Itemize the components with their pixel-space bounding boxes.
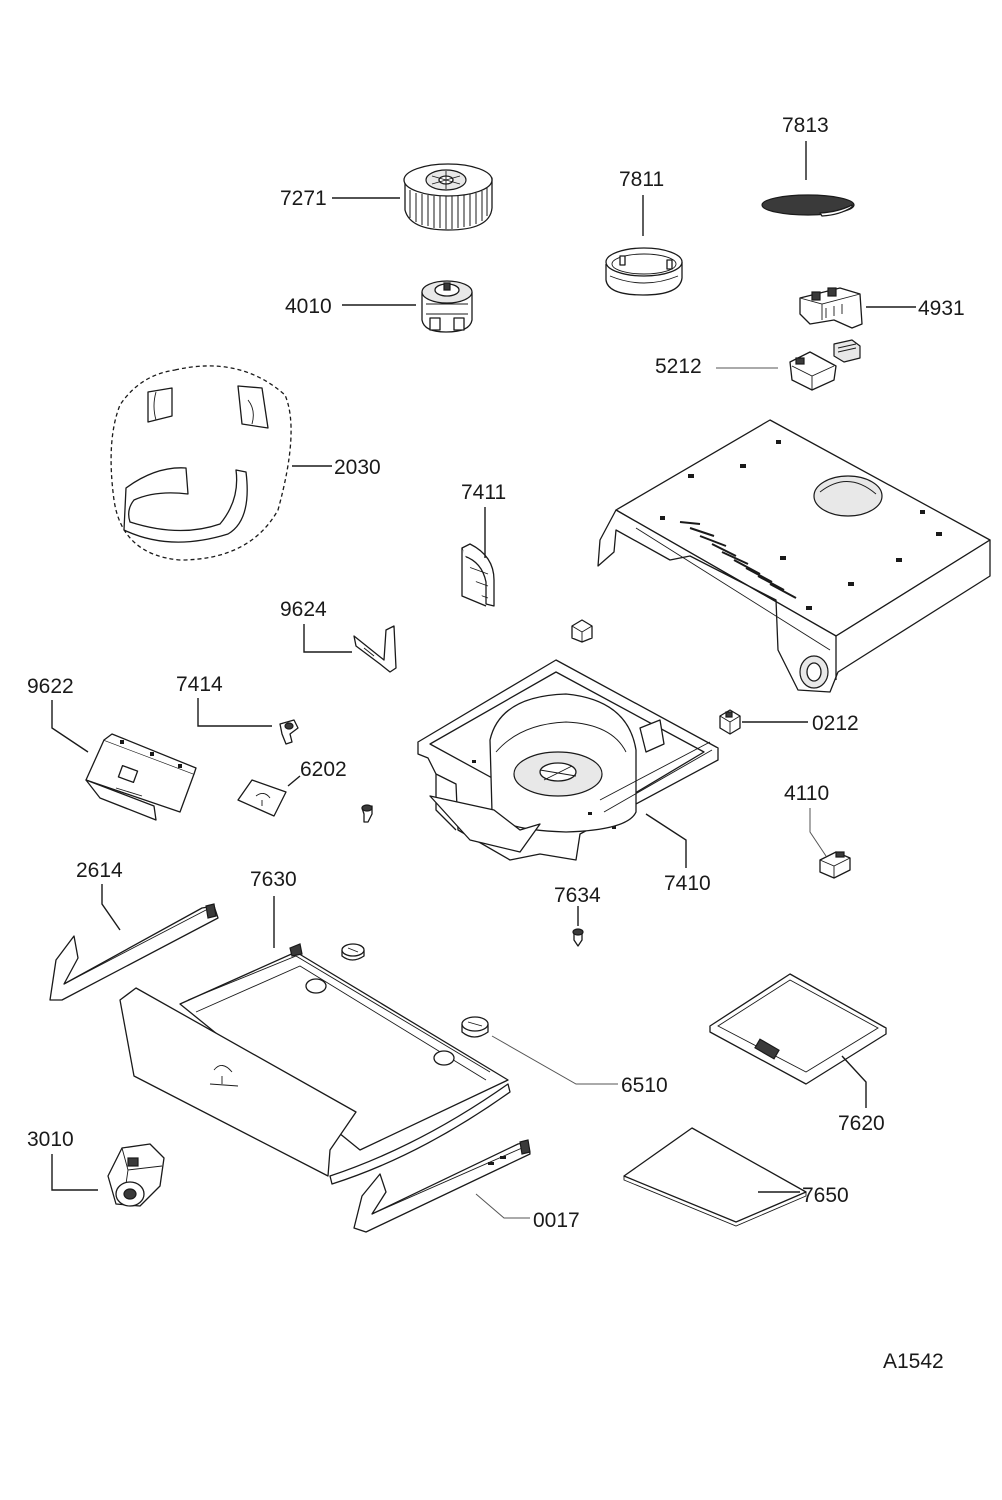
label-6510: 6510: [621, 1074, 668, 1097]
part-4110-connector: [819, 851, 851, 879]
part-2030-cable-set: [110, 365, 292, 561]
part-6510-knob: [461, 1016, 489, 1038]
part-7271-fan-wheel: [403, 163, 493, 231]
label-7650: 7650: [802, 1184, 849, 1207]
part-7811-ring: [605, 247, 683, 296]
part-9622-control-panel: [85, 733, 197, 821]
part-7630-front-panel: [119, 943, 511, 1185]
label-4010: 4010: [285, 295, 332, 318]
label-4931: 4931: [918, 297, 965, 320]
part-hood-housing: [597, 419, 991, 693]
part-6202-button-plate: [237, 779, 287, 817]
part-0017-side-profile: [353, 1139, 531, 1233]
part-clip-top: [571, 619, 593, 643]
label-9624: 9624: [280, 598, 327, 621]
part-9624-lever: [353, 625, 397, 673]
label-7811: 7811: [619, 168, 664, 191]
part-7411-air-guide: [461, 543, 495, 607]
label-0017: 0017: [533, 1209, 580, 1232]
label-2030: 2030: [334, 456, 381, 479]
part-4010-motor: [421, 280, 473, 333]
label-7414: 7414: [176, 673, 223, 696]
drawing-code: A1542: [883, 1350, 944, 1373]
part-screw: [361, 804, 373, 823]
part-7650-filter-sheet: [623, 1127, 807, 1227]
part-3010-lamp-holder: [107, 1143, 165, 1207]
label-9622: 9622: [27, 675, 74, 698]
label-7630: 7630: [250, 868, 297, 891]
label-2614: 2614: [76, 859, 123, 882]
label-7813: 7813: [782, 114, 829, 137]
label-6202: 6202: [300, 758, 347, 781]
part-5212-switch-cover: [789, 339, 861, 391]
label-3010: 3010: [27, 1128, 74, 1151]
label-4110: 4110: [784, 782, 829, 805]
label-7634: 7634: [554, 884, 601, 907]
part-7813-disc: [761, 194, 855, 217]
part-knob-a: [341, 943, 365, 961]
part-7620-grease-filter: [709, 973, 887, 1085]
part-4931-switch: [799, 287, 863, 329]
label-7271: 7271: [280, 187, 327, 210]
label-5212: 5212: [655, 355, 702, 378]
part-0212-clip: [719, 709, 741, 735]
label-7411: 7411: [461, 481, 506, 504]
part-7634-screw: [572, 928, 584, 947]
part-7410-fan-housing: [417, 659, 719, 861]
part-7414-clip: [279, 719, 299, 745]
label-7410: 7410: [664, 872, 711, 895]
part-2614-side-profile: [49, 903, 219, 1001]
label-7620: 7620: [838, 1112, 885, 1135]
label-0212: 0212: [812, 712, 859, 735]
